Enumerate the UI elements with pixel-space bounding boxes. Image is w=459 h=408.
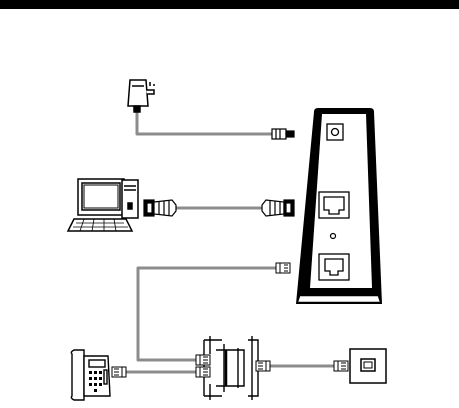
power-adapter-icon xyxy=(128,80,154,112)
phone-plug-icon xyxy=(334,361,348,371)
phone-plug-icon xyxy=(112,367,126,377)
phone-plug-icon xyxy=(196,355,210,365)
power-cable xyxy=(137,110,272,134)
ethernet-plug-icon xyxy=(262,200,294,216)
modem-phone-cable xyxy=(138,268,276,360)
phone-wall-jack-icon xyxy=(350,349,386,383)
phone-port-icon xyxy=(319,254,349,280)
power-plug-icon xyxy=(272,129,294,139)
splitter-icon xyxy=(204,336,258,400)
modem-icon xyxy=(296,108,382,304)
power-socket-icon xyxy=(327,124,343,140)
phone-plug-icon xyxy=(196,367,210,377)
ethernet-port-icon xyxy=(319,192,349,218)
phone-plug-icon xyxy=(276,263,290,273)
phone-plug-icon xyxy=(256,361,270,371)
reset-hole-icon xyxy=(331,234,336,239)
telephone-icon xyxy=(71,350,110,400)
ethernet-plug-icon xyxy=(144,200,176,216)
desktop-computer-icon xyxy=(68,179,138,231)
